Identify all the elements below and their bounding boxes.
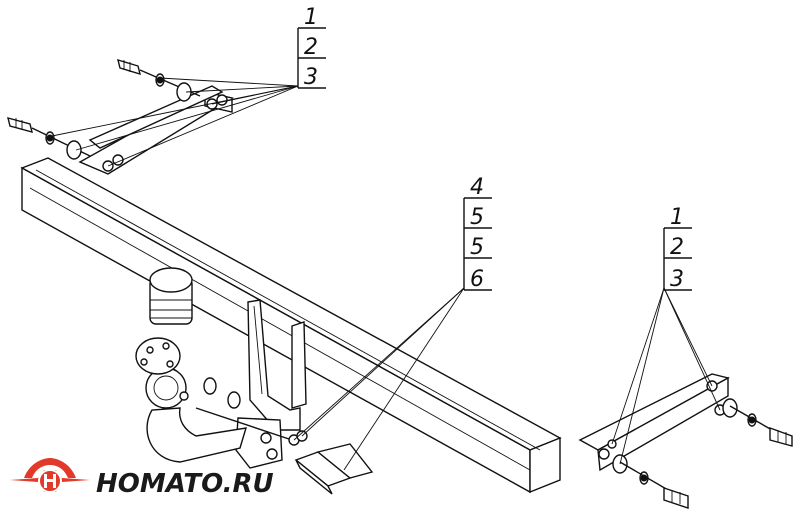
hook-fasteners	[195, 377, 374, 495]
left-lower-bolt	[7, 117, 91, 160]
callout-center-label-6: 6	[470, 267, 484, 292]
callout-right-label-1: 1	[670, 205, 684, 230]
callout-center-label-5b: 5	[470, 235, 484, 260]
callout-right: 1 2 3	[663, 205, 692, 292]
mounting-plate	[235, 299, 307, 469]
ball-cover-cap	[149, 267, 193, 325]
homato-logo-icon	[10, 458, 90, 493]
logo-text: HOMATO.RU	[96, 469, 274, 499]
crossbar-beam	[20, 157, 562, 494]
callout-left: 1 2 3	[297, 5, 326, 90]
callout-center-label-4: 4	[470, 175, 484, 200]
right-upper-bolt	[722, 398, 793, 447]
callout-leaders	[51, 77, 721, 471]
callout-left-label-2: 2	[304, 35, 318, 60]
callout-left-label-3: 3	[304, 65, 318, 90]
callout-right-label-3: 3	[670, 267, 684, 292]
brand-logo[interactable]: HOMATO.RU	[10, 458, 274, 499]
tow-hook	[135, 337, 247, 463]
left-bracket	[78, 85, 234, 175]
right-bracket	[578, 373, 730, 472]
callout-left-label-1: 1	[304, 5, 318, 30]
callout-right-label-2: 2	[670, 235, 684, 260]
right-lower-bolt	[612, 454, 689, 509]
left-upper-bolt	[117, 58, 201, 102]
callout-center-label-5a: 5	[470, 205, 484, 230]
callout-center: 4 5 5 6	[463, 175, 492, 292]
